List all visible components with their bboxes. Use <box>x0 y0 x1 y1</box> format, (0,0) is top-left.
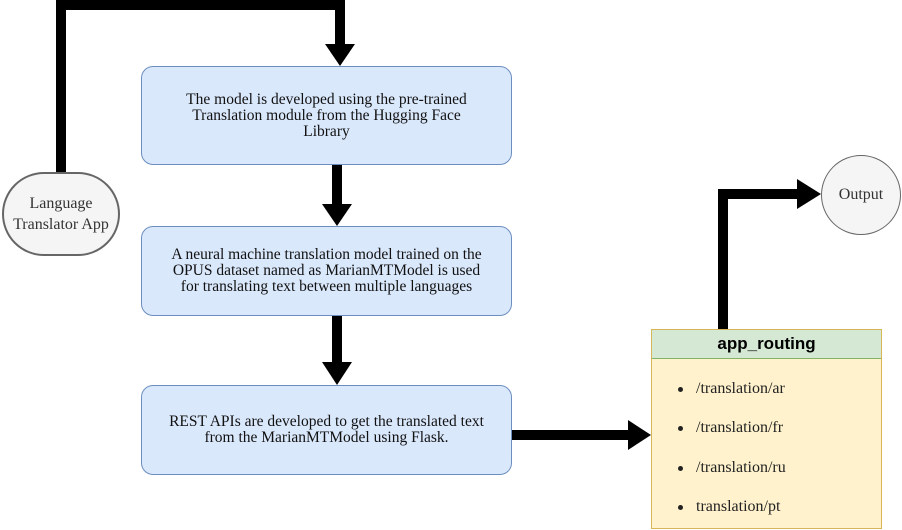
route-item: /translation/fr <box>678 419 783 437</box>
marian-model-line: A neural machine translation model train… <box>171 246 482 263</box>
rest-api-line: REST APIs are developed to get the trans… <box>169 413 484 430</box>
bullet-icon <box>678 504 683 510</box>
connector-app-to-model <box>56 0 345 172</box>
route-path: translation/pt <box>696 498 781 515</box>
app-node-line: Language <box>29 195 93 212</box>
route-path: /translation/ru <box>696 459 786 476</box>
route-item: /translation/ru <box>678 459 786 477</box>
arrowhead-model-to-marian <box>322 204 352 226</box>
app-node-line: Translator App <box>13 216 109 233</box>
language-translator-app-node: Language Translator App <box>2 172 120 256</box>
arrowhead-marian-to-rest <box>322 362 352 385</box>
marian-model-line: OPUS dataset named as MarianMTModel is u… <box>172 262 481 279</box>
app-routing-header: app_routing <box>652 330 881 359</box>
route-item: translation/pt <box>678 498 780 516</box>
model-source-line: Library <box>303 122 350 140</box>
app-routing-title: app_routing <box>717 334 816 353</box>
bullet-icon <box>678 425 683 431</box>
route-item: /translation/ar <box>678 380 785 398</box>
marian-model-box: A neural machine translation model train… <box>141 226 512 316</box>
output-label: Output <box>838 186 884 203</box>
app-routing-panel: app_routing /translation/ar /translation… <box>651 329 882 529</box>
bullet-icon <box>678 465 683 471</box>
model-source-line: The model is developed using the pre-tra… <box>186 90 467 108</box>
arrowhead-rest-to-routing <box>628 420 651 450</box>
route-path: /translation/ar <box>696 380 785 397</box>
model-source-box: The model is developed using the pre-tra… <box>141 66 512 165</box>
model-source-line: Translation module from the Hugging Face <box>192 106 461 124</box>
arrowhead-app-to-model <box>325 44 355 66</box>
arrowhead-routing-to-output <box>797 179 821 209</box>
route-path: /translation/fr <box>696 419 784 436</box>
rest-api-box: REST APIs are developed to get the trans… <box>141 385 512 475</box>
connector-routing-to-output <box>718 189 799 329</box>
rest-api-line: from the MarianMTModel using Flask. <box>204 429 449 446</box>
output-node: Output <box>821 155 901 235</box>
marian-model-line: for translating text between multiple la… <box>180 278 473 295</box>
bullet-icon <box>678 386 683 392</box>
